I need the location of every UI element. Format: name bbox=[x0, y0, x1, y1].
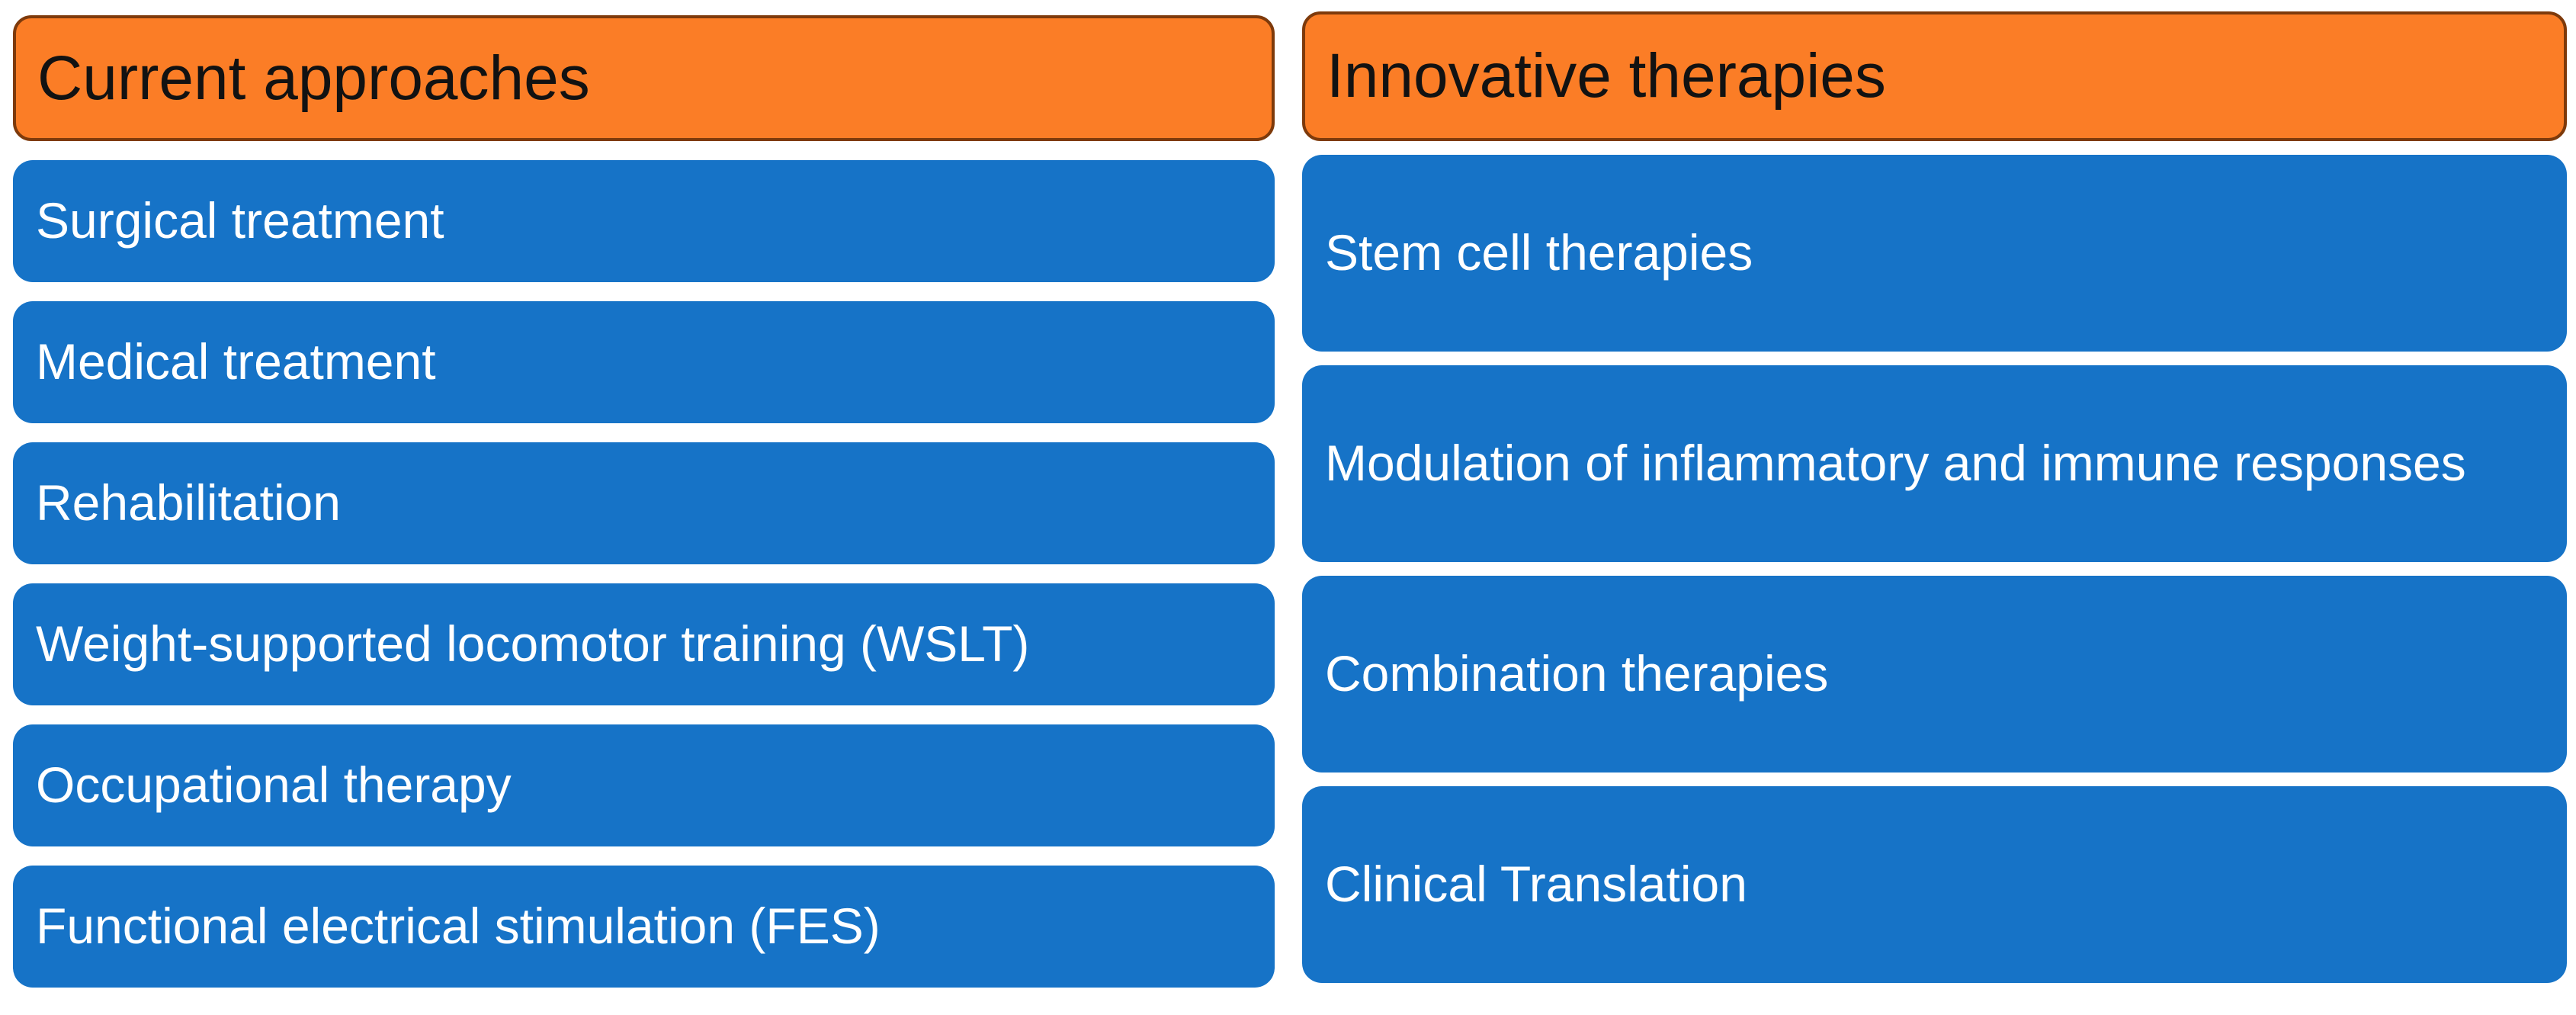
column-current-approaches: Current approaches Surgical treatment Me… bbox=[13, 0, 1275, 988]
item-modulation-inflammatory-immune-responses: Modulation of inflammatory and immune re… bbox=[1302, 365, 2567, 562]
item-medical-treatment: Medical treatment bbox=[13, 301, 1275, 423]
column-innovative-therapies: Innovative therapies Stem cell therapies… bbox=[1302, 0, 2567, 983]
item-surgical-treatment: Surgical treatment bbox=[13, 160, 1275, 282]
item-rehabilitation: Rehabilitation bbox=[13, 442, 1275, 564]
item-combination-therapies: Combination therapies bbox=[1302, 576, 2567, 772]
item-weight-supported-locomotor-training: Weight-supported locomotor training (WSL… bbox=[13, 583, 1275, 705]
item-stem-cell-therapies: Stem cell therapies bbox=[1302, 155, 2567, 352]
item-occupational-therapy: Occupational therapy bbox=[13, 724, 1275, 846]
item-functional-electrical-stimulation: Functional electrical stimulation (FES) bbox=[13, 866, 1275, 988]
item-clinical-translation: Clinical Translation bbox=[1302, 786, 2567, 983]
header-current-approaches: Current approaches bbox=[13, 15, 1275, 141]
header-innovative-therapies: Innovative therapies bbox=[1302, 11, 2567, 141]
